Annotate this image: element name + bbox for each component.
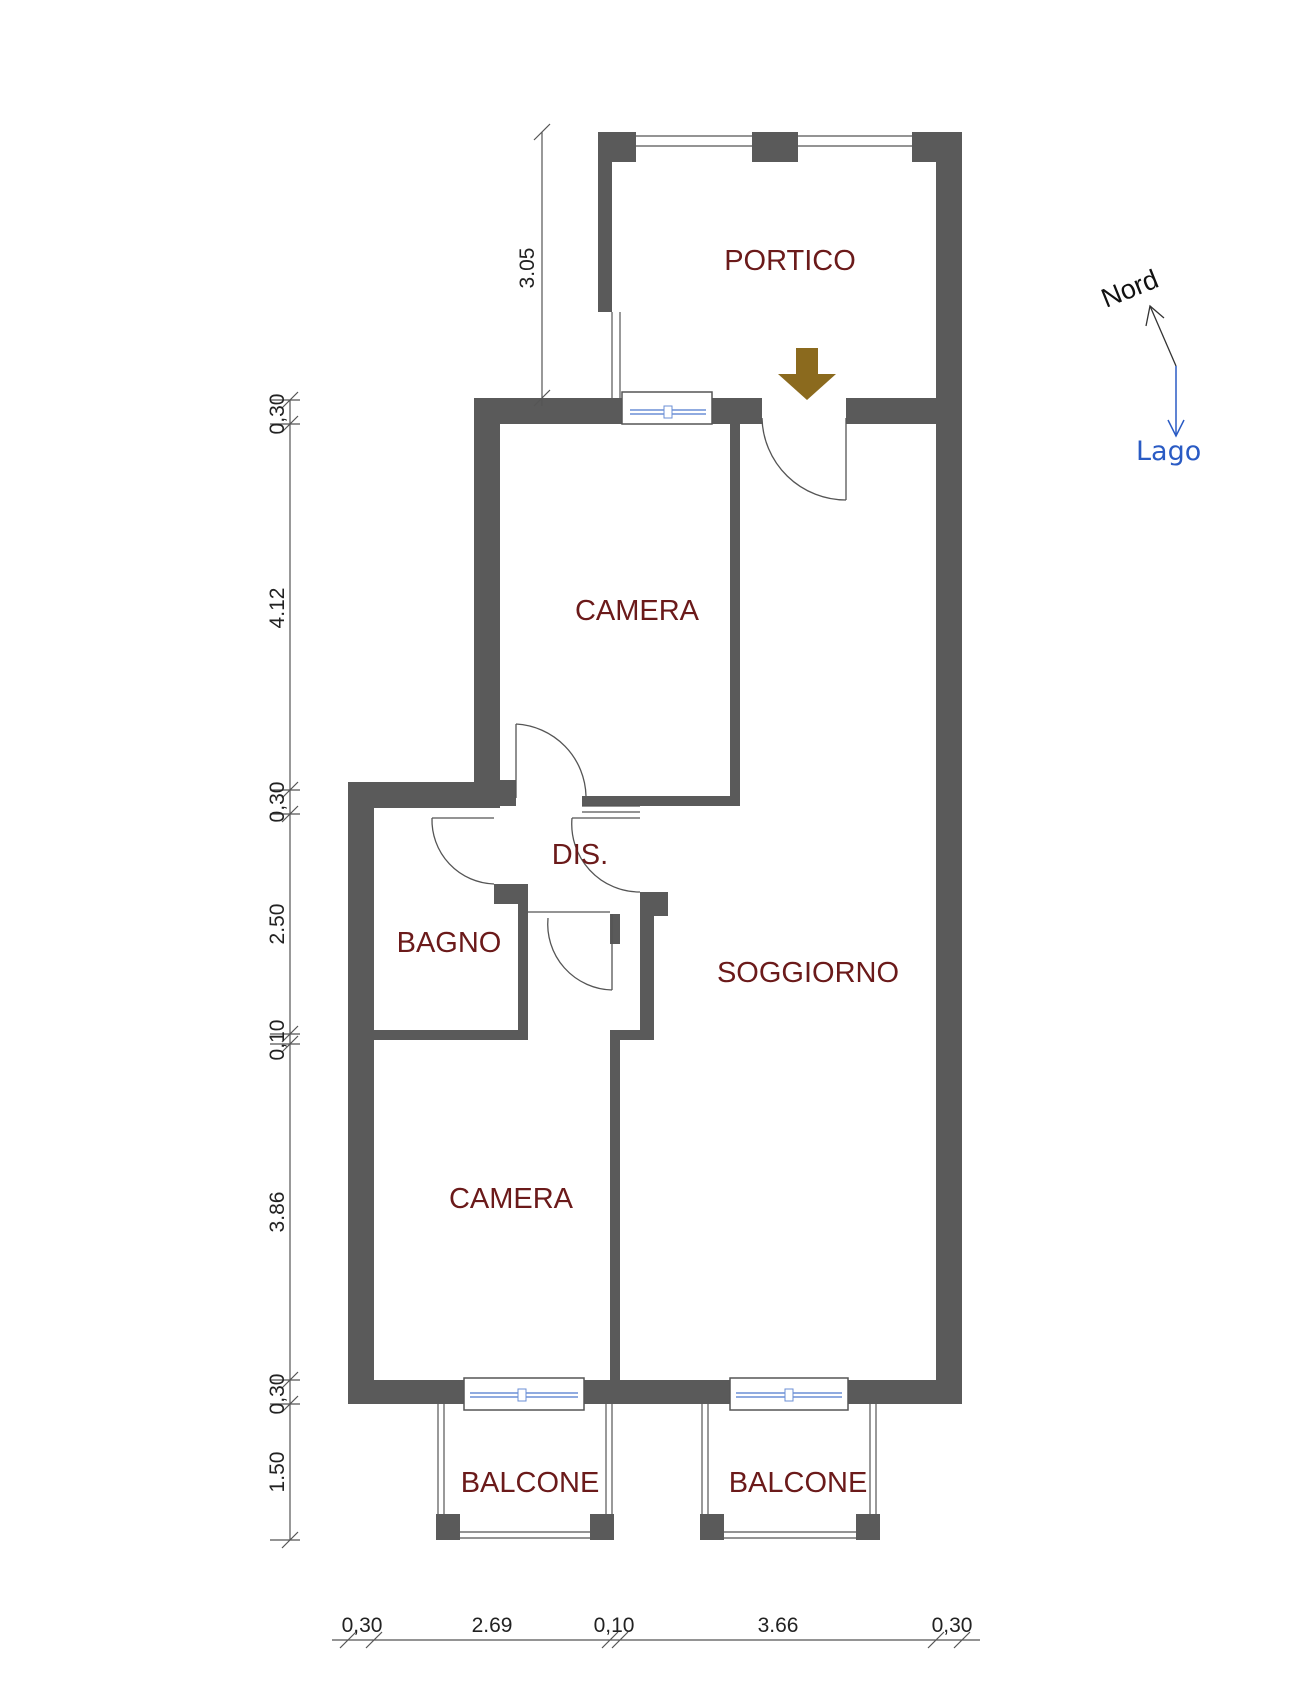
entrance-arrow-icon xyxy=(778,348,836,400)
dim-v5: 0,10 xyxy=(266,1020,289,1061)
room-balcone-right: BALCONE xyxy=(729,1467,868,1499)
portico-pillar-mid xyxy=(752,132,798,162)
dim-v4: 2.50 xyxy=(266,904,289,945)
balcony-left-pillar-r xyxy=(590,1514,614,1540)
dim-v1: 0,30 xyxy=(266,394,289,435)
compass-lake-label: Lago xyxy=(1136,436,1201,467)
balcony-left-pillar-l xyxy=(436,1514,460,1540)
camera-top-wall-left xyxy=(474,398,500,788)
compass: Nord Lago xyxy=(1097,264,1201,467)
camera-top-wall-bottom xyxy=(582,796,740,806)
room-camera-top: CAMERA xyxy=(575,595,700,627)
portico-wall-right xyxy=(936,132,962,402)
balcony-right-pillar-l xyxy=(700,1514,724,1540)
portico-pillar-left xyxy=(612,132,636,162)
walls xyxy=(348,132,962,1404)
dim-v7: 0,30 xyxy=(266,1374,289,1415)
portico-wall-left xyxy=(598,132,612,312)
windows xyxy=(463,135,912,1411)
room-portico: PORTICO xyxy=(724,245,856,277)
window-camera-bottom xyxy=(463,1377,585,1411)
window-camera-top xyxy=(621,391,713,425)
bagno-jamb xyxy=(494,884,528,904)
room-balcone-left: BALCONE xyxy=(461,1467,600,1499)
dim-h1: 0,30 xyxy=(342,1614,383,1637)
outer-wall-bottom xyxy=(348,1380,962,1404)
balcony-right-pillar-r xyxy=(856,1514,880,1540)
camera-top-wall-right xyxy=(730,424,740,804)
balconies xyxy=(436,1404,880,1540)
dim-h2: 2.69 xyxy=(472,1614,513,1637)
window-soggiorno xyxy=(729,1377,849,1411)
outer-wall-left xyxy=(348,782,374,1404)
dis-door-jamb xyxy=(610,914,620,944)
dim-v2: 4.12 xyxy=(266,588,289,629)
north-arrow-icon xyxy=(1145,304,1177,367)
dis-pillar xyxy=(640,892,668,916)
camera-bottom-wall-right xyxy=(610,1040,620,1380)
dis-jamb-tl xyxy=(500,780,516,806)
room-dis: DIS. xyxy=(552,839,608,871)
vertical-dimensions: 3.05 0,30 4.12 0,30 2.50 0,10 3.86 0,30 … xyxy=(266,123,551,1549)
lake-arrow-icon xyxy=(1167,366,1185,438)
compass-north-label: Nord xyxy=(1097,264,1163,314)
dim-h3: 0,10 xyxy=(594,1614,635,1637)
dim-v8: 1.50 xyxy=(266,1452,289,1493)
horizontal-dimensions: 0,30 2.69 0,10 3.66 0,30 xyxy=(332,1614,980,1649)
room-bagno: BAGNO xyxy=(397,927,502,959)
partition-step xyxy=(610,1030,654,1040)
dis-wall-right xyxy=(640,916,654,1040)
room-labels: PORTICO CAMERA DIS. BAGNO SOGGIORNO CAME… xyxy=(397,245,899,1499)
outer-wall-right xyxy=(936,398,962,1404)
doors xyxy=(431,417,847,991)
dim-portico-depth: 3.05 xyxy=(516,248,539,289)
bagno-wall-right xyxy=(518,904,528,1040)
bagno-wall-bottom xyxy=(374,1030,528,1040)
room-camera-bottom: CAMERA xyxy=(449,1183,574,1215)
dim-v6: 3.86 xyxy=(266,1192,289,1233)
room-soggiorno: SOGGIORNO xyxy=(717,957,899,989)
entrance-door-swing xyxy=(761,417,847,501)
dim-h4: 3.66 xyxy=(758,1614,799,1637)
portico-pillar-right xyxy=(912,132,936,162)
dim-h5: 0,30 xyxy=(932,1614,973,1637)
dim-v3: 0,30 xyxy=(266,782,289,823)
top-wall-b xyxy=(712,398,762,424)
